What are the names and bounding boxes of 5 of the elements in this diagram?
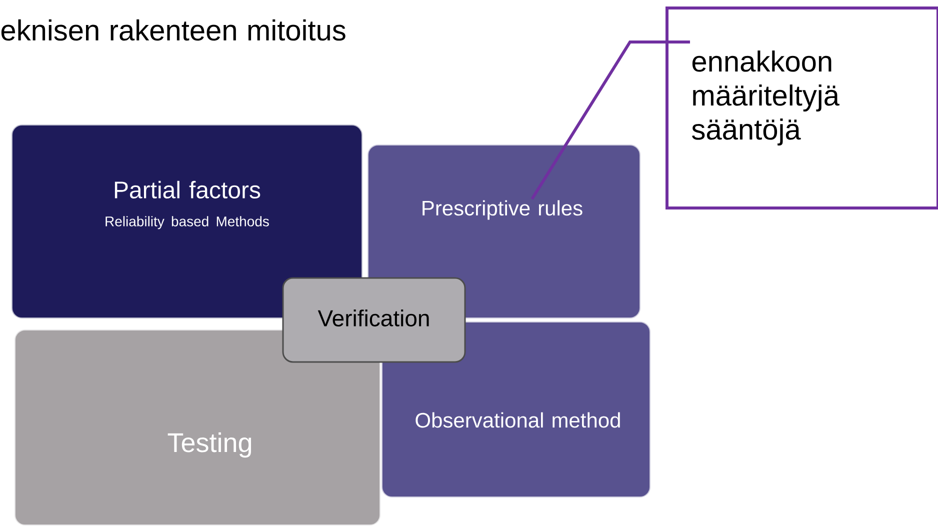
verification-box: Verification: [282, 277, 466, 363]
panel: Testing: [14, 330, 380, 526]
leader-line: [530, 40, 690, 200]
callout-box: ennakkoon määriteltyjä sääntöjä: [666, 6, 938, 210]
title: eknisen rakenteen mitoitus: [1, 19, 346, 41]
